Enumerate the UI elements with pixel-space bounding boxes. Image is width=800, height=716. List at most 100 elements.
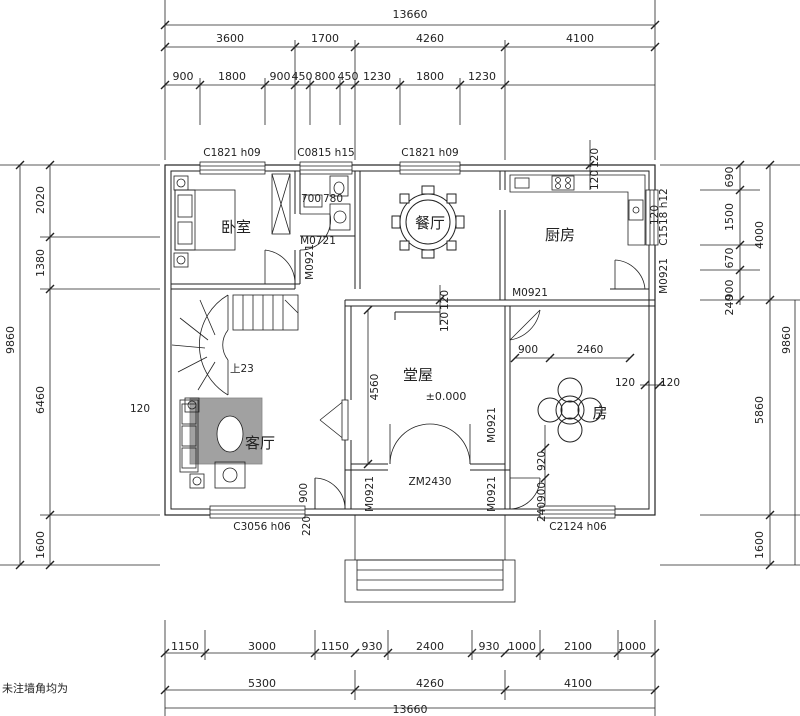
room-bedroom-2: 房 xyxy=(592,404,607,422)
dim-top-r2-9: 1230 xyxy=(468,70,496,83)
dim-top-1: 3600 xyxy=(216,32,244,45)
dim-top-2: 1700 xyxy=(311,32,339,45)
room-living: 客厅 xyxy=(245,434,275,452)
dim-inner-16: 240 xyxy=(536,502,548,522)
kitchen-counter-icon xyxy=(509,174,646,246)
room-hall: 堂屋 xyxy=(403,366,433,384)
label-c3056: C3056 h06 xyxy=(233,521,291,533)
dim-right-2: 1500 xyxy=(723,203,736,231)
dim-top-4: 4100 xyxy=(566,32,594,45)
dim-inner-15: 900 xyxy=(536,482,548,502)
dim-left-3: 6460 xyxy=(34,386,47,414)
dim-top-r2-4: 450 xyxy=(292,70,313,83)
dining-table-icon xyxy=(391,185,465,259)
dim-bottom-r1-6: 930 xyxy=(479,640,500,653)
label-m0921-bedroom: M0921 xyxy=(512,287,548,299)
toilet-icon xyxy=(303,175,351,231)
dim-bottom-r1-9: 1000 xyxy=(618,640,646,653)
dim-top-r2-1: 900 xyxy=(173,70,194,83)
label-c0815: C0815 h15 xyxy=(297,147,354,159)
window-c1518 xyxy=(645,189,659,246)
dim-bottom-r1-2: 3000 xyxy=(248,640,276,653)
door-m0921-left-bottom xyxy=(314,477,346,510)
window-c1821-right xyxy=(399,161,461,175)
dim-right-8: 1600 xyxy=(753,531,766,559)
dim-inner-13: 220 xyxy=(301,516,313,536)
flower-table-icon xyxy=(537,377,603,443)
window-c0815 xyxy=(299,161,353,175)
interior-dimension-lines xyxy=(314,140,665,509)
dim-inner-17: 700 xyxy=(301,193,321,205)
door-m0721 xyxy=(264,249,296,285)
dim-inner-9: 900 xyxy=(518,344,538,356)
dim-top-r2-3: 900 xyxy=(270,70,291,83)
interior-walls xyxy=(171,171,655,509)
bottom-dimension-lines xyxy=(164,620,656,716)
dim-inner-14: 920 xyxy=(536,451,548,471)
dim-left-4: 1600 xyxy=(34,531,47,559)
door-m0921-kitchen xyxy=(614,259,646,290)
label-m0921-left-bottom: M0921 xyxy=(364,476,376,512)
right-tick-marks xyxy=(735,160,775,570)
dim-bottom-r1-8: 2100 xyxy=(564,640,592,653)
left-dimension-lines xyxy=(0,164,160,566)
dim-right-1: 690 xyxy=(723,167,736,188)
dim-bottom-r1-4: 930 xyxy=(362,640,383,653)
dim-inner-6: 120 xyxy=(615,377,635,389)
label-m0921-dining: M0921 xyxy=(304,244,316,280)
room-dining: 餐厅 xyxy=(415,214,445,232)
dim-bottom-total: 13660 xyxy=(393,703,428,716)
door-m0921-dining xyxy=(299,213,331,251)
dim-right-total: 9860 xyxy=(780,326,793,354)
dim-bottom-r1-1: 1150 xyxy=(171,640,199,653)
dim-inner-11: 4560 xyxy=(369,374,381,401)
window-c2124 xyxy=(539,505,616,519)
window-c1821-left xyxy=(199,161,266,175)
label-m0921-hall: M0921 xyxy=(486,407,498,443)
top-tick-marks xyxy=(160,20,660,90)
label-c1821-left: C1821 h09 xyxy=(203,147,260,159)
dim-inner-18: 780 xyxy=(323,193,343,205)
dim-inner-4: 120 xyxy=(439,312,451,332)
dim-bottom-r1-7: 1000 xyxy=(508,640,536,653)
dim-inner-5: 120 xyxy=(130,403,150,415)
dim-right-6: 4000 xyxy=(753,221,766,249)
dim-left-2: 1380 xyxy=(34,249,47,277)
dim-inner-12: 900 xyxy=(298,483,310,503)
footnote: 未注墙角均为 xyxy=(2,681,68,695)
bottom-tick-marks xyxy=(160,648,660,695)
dim-top-r2-8: 1800 xyxy=(416,70,444,83)
dim-top-3: 4260 xyxy=(416,32,444,45)
label-m0921-kitchen: M0921 xyxy=(658,258,670,294)
label-m0921-right-bottom: M0921 xyxy=(486,476,498,512)
stair-label: 上23 xyxy=(230,363,254,375)
dim-left-total: 9860 xyxy=(4,326,17,354)
bed-icon xyxy=(173,175,236,268)
right-dimension-lines xyxy=(660,164,800,566)
dim-bottom-r1-3: 1150 xyxy=(321,640,349,653)
label-c1518: C1518 h12 xyxy=(658,188,670,245)
label-c1821-right: C1821 h09 xyxy=(401,147,458,159)
dim-bottom-r1-5: 2400 xyxy=(416,640,444,653)
dim-top-r2-7: 1230 xyxy=(363,70,391,83)
label-c2124: C2124 h06 xyxy=(549,521,607,533)
dim-bottom-r2-3: 4100 xyxy=(564,677,592,690)
dim-top-r2-6: 450 xyxy=(338,70,359,83)
dim-right-7: 5860 xyxy=(753,396,766,424)
door-zm2430 xyxy=(389,423,471,465)
dim-right-3: 670 xyxy=(723,248,736,269)
dim-inner-1: 120 xyxy=(589,148,601,168)
wardrobe-icon xyxy=(271,173,291,235)
dim-bottom-r2-1: 5300 xyxy=(248,677,276,690)
room-kitchen: 厨房 xyxy=(545,226,575,244)
spiral-stair xyxy=(171,294,299,396)
dim-top-r2-2: 1800 xyxy=(218,70,246,83)
dim-inner-7: 120 xyxy=(660,377,680,389)
entrance-steps xyxy=(344,515,516,603)
dim-right-4: 900 xyxy=(723,280,736,301)
sofa-set-icon xyxy=(179,397,263,489)
dim-top-r2-5: 800 xyxy=(315,70,336,83)
dim-inner-2: 120 xyxy=(589,170,601,190)
